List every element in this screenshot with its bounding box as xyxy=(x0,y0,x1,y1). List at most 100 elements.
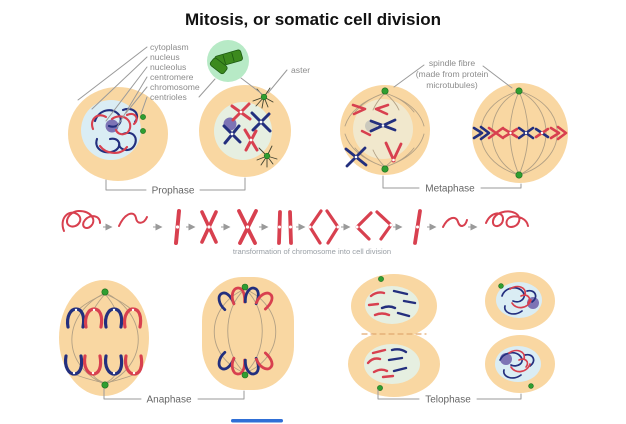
prophase-bracket: Prophase xyxy=(105,177,246,197)
label-nucleolus: nucleolus xyxy=(150,62,186,72)
centriole-dot xyxy=(498,283,504,289)
transform-shape-duplicated-wide xyxy=(237,209,258,245)
leader-line xyxy=(140,96,148,115)
cell-prophase-late xyxy=(199,85,291,177)
centromere-dot xyxy=(207,225,211,229)
cell-membrane xyxy=(472,83,568,183)
chromatids-lower xyxy=(63,354,144,376)
daughter-cell-lower xyxy=(485,335,555,393)
page-title: Mitosis, or somatic cell division xyxy=(185,10,441,29)
centriole-dot xyxy=(381,87,389,95)
centriole-dot xyxy=(101,381,109,389)
transform-shape-decondensing xyxy=(442,216,468,228)
centriole-dot xyxy=(140,128,146,134)
bottom-blue-mark xyxy=(231,419,283,423)
metaphase-bracket: Metaphase xyxy=(382,175,522,195)
aster xyxy=(252,87,274,109)
centromere-dot xyxy=(289,225,292,229)
label-nucleus: nucleus xyxy=(150,52,180,62)
label-spindle-1: spindle fibre xyxy=(429,58,476,68)
centromere-dot xyxy=(175,225,180,229)
centriole-dot xyxy=(140,114,146,120)
centriole-dot xyxy=(528,383,534,389)
organelle-labels: cytoplasm nucleus nucleolus centromere c… xyxy=(77,42,216,128)
centriole-dot xyxy=(377,385,383,391)
leader-line xyxy=(240,77,263,95)
phase-label-anaphase: Anaphase xyxy=(146,395,191,406)
leader-line xyxy=(198,78,216,98)
phase-label-metaphase: Metaphase xyxy=(425,184,475,195)
chromatin-threads xyxy=(499,349,535,379)
centromere-dot xyxy=(416,225,419,229)
transform-shape-chromatin xyxy=(61,210,101,232)
transform-shape-single-chromatid xyxy=(413,209,422,245)
transformation-row: transformation of chromosome into cell d… xyxy=(61,209,529,256)
cell-anaphase-late xyxy=(202,277,294,390)
chromosomes-lower xyxy=(366,348,408,379)
leader-line xyxy=(482,65,513,89)
leader-line xyxy=(116,76,148,128)
leader-line xyxy=(125,86,148,114)
label-chromosome: chromosome xyxy=(150,82,200,92)
centromere-dot xyxy=(389,223,393,227)
centriole-cylinder xyxy=(209,57,228,75)
daughter-cell-upper xyxy=(485,272,555,330)
centriole-dot xyxy=(101,288,109,296)
label-cytoplasm: cytoplasm xyxy=(150,42,189,52)
chromatin-threads xyxy=(501,285,537,315)
chromosomes-upper xyxy=(367,289,417,318)
leader-line xyxy=(393,64,425,88)
leader-line xyxy=(77,46,148,101)
cell-telophase xyxy=(348,274,440,397)
leader-line xyxy=(267,69,288,94)
label-spindle-3: microtubules) xyxy=(426,80,478,90)
cell-prometaphase xyxy=(340,85,430,175)
centromere-dot xyxy=(336,225,340,229)
centromere-dot xyxy=(245,225,250,229)
label-centrioles: centrioles xyxy=(150,92,187,102)
daughter-cells xyxy=(485,272,555,393)
centriole-dot xyxy=(515,171,523,179)
transform-shape-sister-chromatids xyxy=(277,210,293,245)
nucleus xyxy=(364,344,420,384)
transform-shape-chromosome xyxy=(174,209,181,245)
transform-shape-separating xyxy=(308,209,340,245)
chromosomes-metaphase-plate xyxy=(472,125,568,141)
chromosomes xyxy=(222,102,272,152)
centromere-dot xyxy=(278,225,281,229)
chromatin-threads xyxy=(91,107,139,154)
chromosomes xyxy=(344,103,403,168)
centriole-dot xyxy=(241,371,249,379)
phase-label-prophase: Prophase xyxy=(152,186,195,197)
cell-membrane xyxy=(59,280,149,396)
cell-prophase-early xyxy=(68,87,168,181)
spindle-fibres xyxy=(71,292,139,385)
label-centromere: centromere xyxy=(150,72,194,82)
centriole-dot xyxy=(241,283,249,291)
centromere-dot xyxy=(308,225,312,229)
label-spindle-2: (made from protein xyxy=(416,69,489,79)
anaphase-bracket: Anaphase xyxy=(103,388,245,406)
cell-anaphase-early xyxy=(59,280,149,396)
centriole-dot xyxy=(263,152,271,160)
leader-line xyxy=(91,56,148,110)
transformation-caption: transformation of chromosome into cell d… xyxy=(233,247,391,256)
transform-shape-duplicated xyxy=(200,210,218,244)
centriole-dot xyxy=(515,87,523,95)
cell-metaphase xyxy=(472,83,568,183)
phase-label-telophase: Telophase xyxy=(425,395,471,406)
centriole-dot xyxy=(260,93,268,101)
label-aster: aster xyxy=(291,65,310,75)
aster xyxy=(256,145,278,168)
chromatids-upper xyxy=(217,286,274,312)
nucleus xyxy=(353,99,413,159)
centriole-dot xyxy=(381,165,389,173)
aster-label: aster xyxy=(267,65,310,94)
leader-line xyxy=(105,66,148,122)
telophase-bracket: Telophase xyxy=(377,389,522,406)
centriole-dot xyxy=(378,276,384,282)
spindle-fibre-label: spindle fibre (made from protein microtu… xyxy=(393,58,513,90)
transform-shape-separated xyxy=(355,210,393,241)
